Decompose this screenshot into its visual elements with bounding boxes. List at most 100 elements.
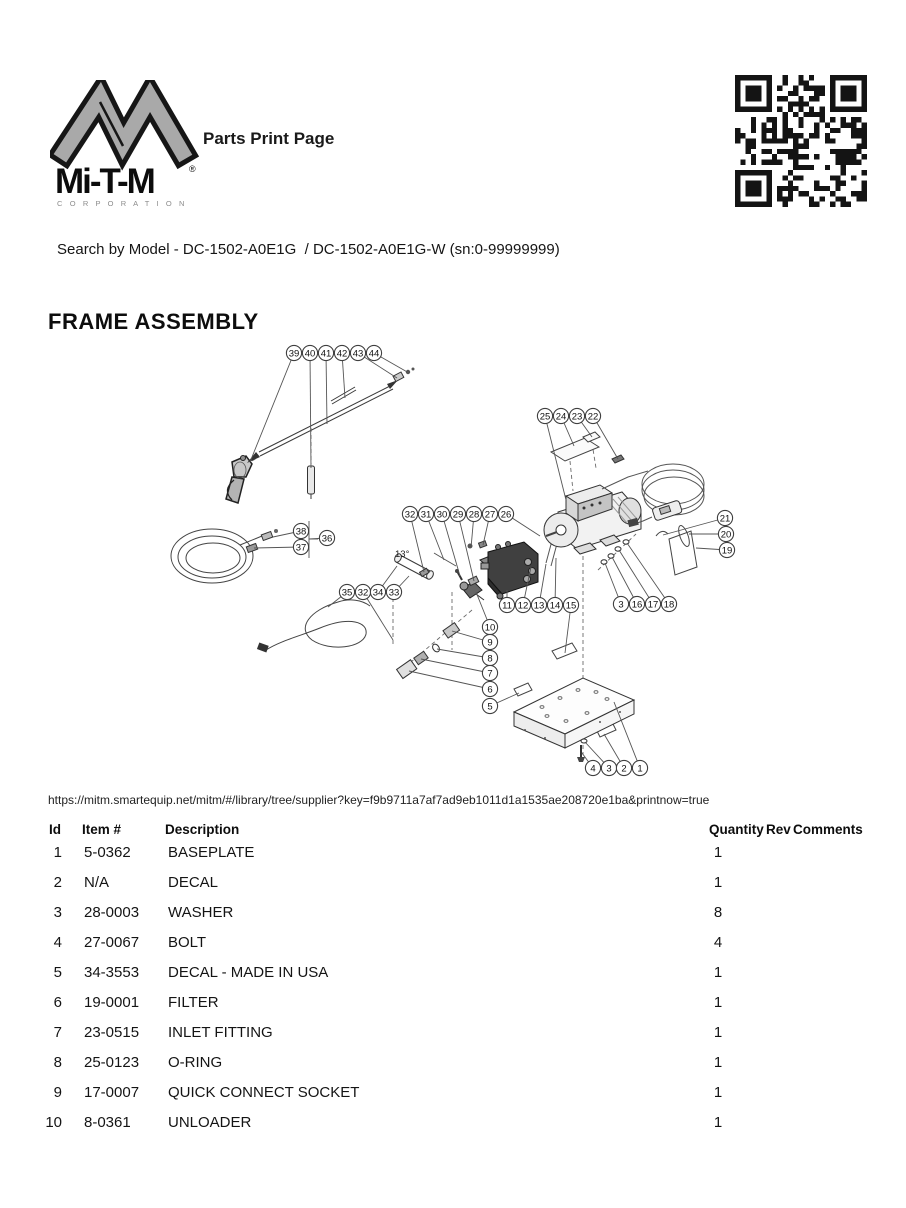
svg-text:32: 32 [358,587,369,598]
logo-wordmark: Mi-T-M [55,162,154,201]
cell-id: 9 [53,1084,62,1101]
callout-15: 15 [562,596,580,614]
search-by-model-line: Search by Model - DC-1502-A0E1G / DC-150… [57,241,560,258]
table-row: 1 5-0362 BASEPLATE 1 [0,844,906,874]
svg-text:9: 9 [487,637,492,648]
svg-text:19: 19 [722,545,733,556]
svg-text:32: 32 [405,509,416,520]
column-header-rev: Rev [766,822,791,837]
column-header-description: Description [165,822,240,837]
cell-desc: DECAL [168,874,219,891]
cell-desc: O-RING [168,1054,223,1071]
svg-text:30: 30 [437,509,448,520]
svg-text:43: 43 [353,348,364,359]
leader-line [611,556,638,605]
cell-id: 1 [53,844,62,861]
callout-3: 3 [612,595,630,613]
svg-text:35: 35 [342,587,353,598]
callout-27: 27 [481,505,499,523]
section-title: FRAME ASSEMBLY [48,309,259,334]
callout-37: 37 [292,538,310,556]
leader-line [362,591,394,641]
svg-text:13: 13 [534,600,545,611]
callout-9: 9 [481,633,499,651]
svg-text:42: 42 [337,348,348,359]
svg-text:26: 26 [501,509,512,520]
callout-22: 22 [584,407,602,425]
callout-32: 32 [354,583,372,601]
angle-label: 13° [395,549,410,560]
cell-qty: 4 [713,934,723,951]
callout-4: 4 [584,759,602,777]
leader-line [409,513,425,573]
cell-item: 19-0001 [84,994,140,1011]
cell-qty: 1 [713,964,723,981]
svg-text:1: 1 [637,763,642,774]
callout-34: 34 [369,583,387,601]
leader-line [420,658,491,674]
leader-line [662,517,726,536]
cell-desc: BASEPLATE [168,844,255,861]
callout-33: 33 [385,583,403,601]
svg-text:36: 36 [322,533,333,544]
callout-12: 12 [514,596,532,614]
svg-text:25: 25 [540,411,551,422]
leader-line [408,670,491,690]
callout-5: 5 [481,697,499,715]
callout-3: 3 [600,759,618,777]
svg-text:37: 37 [296,542,307,553]
callout-43: 43 [349,344,367,362]
logo-registered-mark: ® [189,164,196,174]
callout-24: 24 [552,407,570,425]
cell-qty: 1 [713,994,723,1011]
logo-m-icon [50,80,200,171]
leader-line [592,415,619,460]
page-title: Parts Print Page [203,129,335,148]
cell-id: 3 [53,904,62,921]
svg-text:10: 10 [485,622,496,633]
svg-text:27: 27 [485,509,496,520]
hose-coil [170,521,318,584]
svg-text:38: 38 [296,526,307,537]
cell-qty: 1 [713,844,723,861]
svg-text:6: 6 [487,684,492,695]
cell-item: 5-0362 [84,844,131,861]
callout-20: 20 [717,525,735,543]
callout-42: 42 [333,344,351,362]
column-header-quantity: Quantity [709,822,764,837]
power-cord [601,463,705,528]
leader-line [441,513,461,577]
svg-text:29: 29 [453,509,464,520]
cell-desc: INLET FITTING [168,1024,273,1041]
callout-13: 13 [530,596,548,614]
svg-text:28: 28 [469,509,480,520]
callout-32: 32 [401,505,419,523]
cell-desc: BOLT [168,934,207,951]
source-url: https://mitm.smartequip.net/mitm/#/libra… [48,793,710,807]
callout-10: 10 [481,618,499,636]
callout-30: 30 [433,505,451,523]
cell-qty: 1 [713,1084,723,1101]
motor [543,484,642,565]
callout-36: 36 [318,529,336,547]
column-header-id: Id [49,822,61,837]
callout-18: 18 [660,595,678,613]
pump [479,521,563,602]
wire-hose [256,599,371,653]
cell-id: 6 [53,994,62,1011]
callout-16: 16 [628,595,646,613]
mitm-logo: Mi-T-M ® C O R P O R A T I O N [50,80,200,208]
cell-qty: 1 [713,1054,723,1071]
cell-item: 8-0361 [84,1114,131,1131]
cell-item: 25-0123 [84,1054,140,1071]
svg-text:41: 41 [321,348,332,359]
cell-item: 27-0067 [84,934,140,951]
svg-text:4: 4 [590,763,595,774]
callout-25: 25 [536,407,554,425]
